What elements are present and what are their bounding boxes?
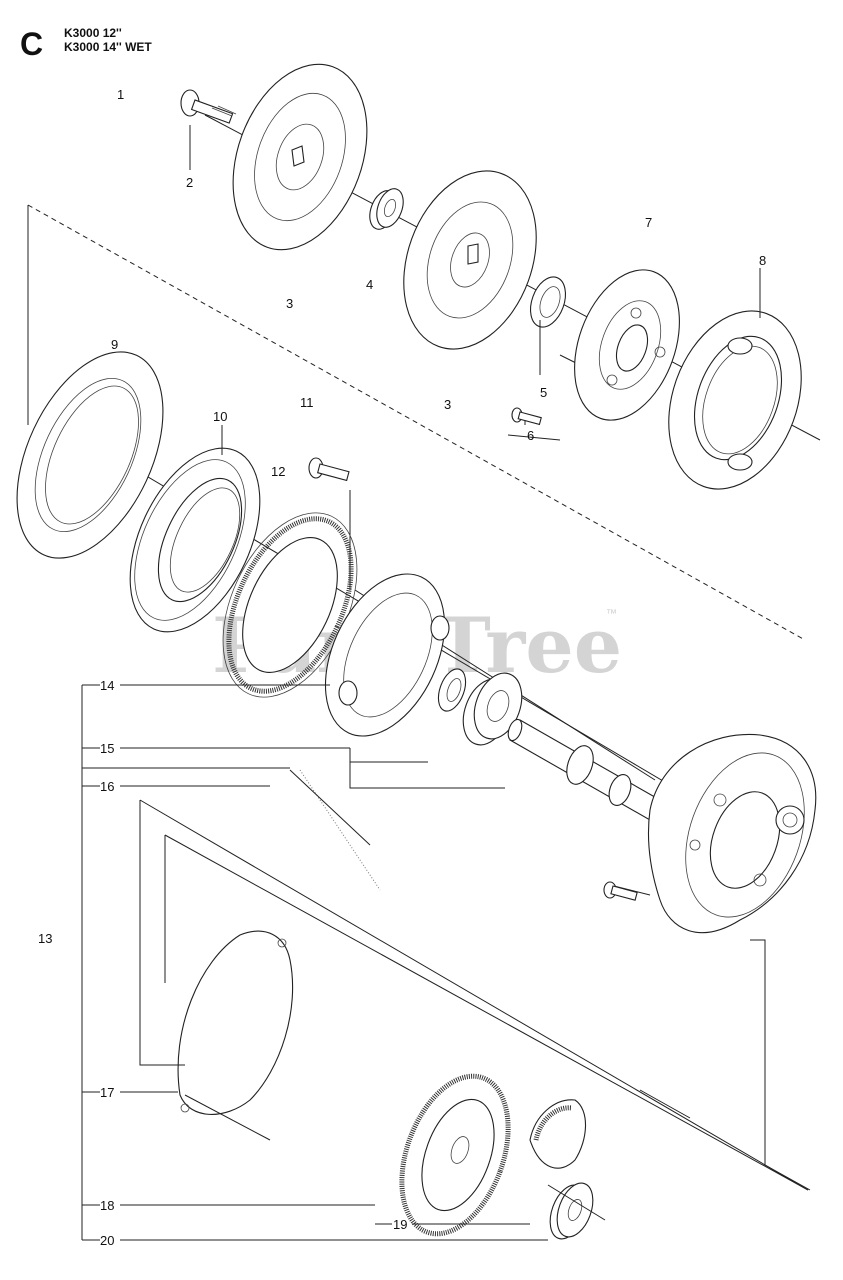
callout-1: 1 xyxy=(117,87,124,102)
large-bevel-gear-part-18 xyxy=(399,1073,511,1237)
screw-part-6 xyxy=(511,407,542,426)
watermark-trademark: ™ xyxy=(606,608,617,620)
bolt-part-12 xyxy=(308,457,350,482)
gearbox-housing xyxy=(647,733,817,934)
section-letter: C xyxy=(20,26,43,62)
callout-3a: 3 xyxy=(286,296,293,311)
gasket-part-17 xyxy=(177,930,294,1115)
callout-12: 12 xyxy=(271,464,285,479)
bearing-part-15 xyxy=(462,672,523,746)
model-name-1: K3000 12'' xyxy=(64,26,122,40)
thin-ring-part-9 xyxy=(16,351,164,559)
callout-2: 2 xyxy=(186,175,193,190)
housing-screw xyxy=(603,881,638,901)
flange-disc-part-3b xyxy=(403,170,537,350)
callout-labels: 1 2 3 3 4 5 6 7 8 9 10 11 12 13 14 15 16… xyxy=(38,87,766,1248)
callout-7: 7 xyxy=(645,215,652,230)
bushing-part-4 xyxy=(369,188,404,230)
callout-20: 20 xyxy=(100,1233,114,1248)
pinion-gear-part-19 xyxy=(529,1099,587,1169)
callout-13: 13 xyxy=(38,931,52,946)
callout-19: 19 xyxy=(393,1217,407,1232)
callout-11: 11 xyxy=(300,395,314,410)
callout-14: 14 xyxy=(100,678,114,693)
callout-10: 10 xyxy=(213,409,227,424)
group-frame-lines xyxy=(139,769,811,1221)
callout-15: 15 xyxy=(100,741,114,756)
callout-9: 9 xyxy=(111,337,118,352)
callout-5: 5 xyxy=(540,385,547,400)
callout-17: 17 xyxy=(100,1085,114,1100)
bolt-part-1 xyxy=(180,89,237,124)
drive-shaft xyxy=(507,718,661,821)
flange-plate-part-7 xyxy=(574,269,680,421)
model-name-2: K3000 14'' WET xyxy=(64,40,152,54)
housing-ring-part-10 xyxy=(129,447,261,633)
callout-6: 6 xyxy=(527,428,534,443)
bearing-plate-part-8 xyxy=(668,310,802,490)
flange-ring-part-14 xyxy=(324,573,450,737)
bearing-part-20 xyxy=(549,1182,594,1240)
leader-lines xyxy=(81,125,761,1241)
callout-16: 16 xyxy=(100,779,114,794)
callout-4: 4 xyxy=(366,277,373,292)
ring-washer-part-5 xyxy=(529,276,567,328)
callout-18: 18 xyxy=(100,1198,114,1213)
callout-3b: 3 xyxy=(444,397,451,412)
seal-part-15 xyxy=(437,668,467,712)
callout-8: 8 xyxy=(759,253,766,268)
bevel-gear-part-11 xyxy=(222,512,358,698)
flange-disc-part-3 xyxy=(232,63,368,251)
